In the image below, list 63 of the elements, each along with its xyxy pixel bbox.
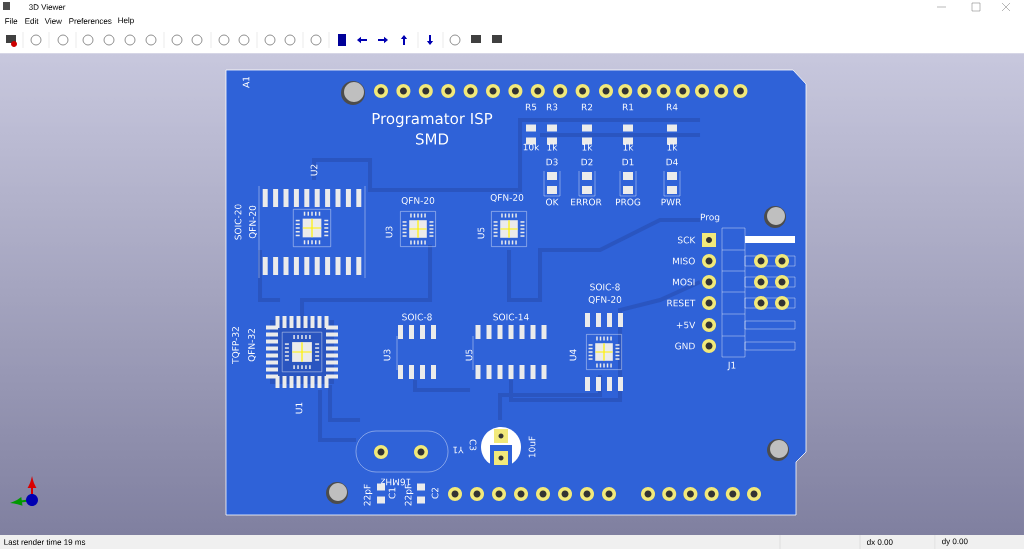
silkscreen-label: C1 bbox=[388, 487, 396, 499]
pin-label: MISO bbox=[672, 257, 695, 265]
silkscreen-label: 1k bbox=[623, 143, 634, 151]
pin-label: GND bbox=[675, 342, 695, 350]
silkscreen-label: TQFP-32 bbox=[232, 327, 240, 364]
menu-item: Preferences bbox=[69, 18, 112, 24]
silkscreen-label: R1 bbox=[622, 103, 634, 111]
silkscreen-label: QFN-20 bbox=[401, 197, 435, 205]
silkscreen-label: C3 bbox=[469, 439, 477, 451]
menu-item: Help bbox=[118, 17, 134, 25]
silkscreen-label: QFN-20 bbox=[249, 205, 257, 239]
menu-item: Edit bbox=[25, 18, 39, 24]
silkscreen-label: QFN-20 bbox=[588, 296, 622, 304]
silkscreen-title: Programator ISP bbox=[372, 112, 493, 128]
silkscreen-label: Y1 bbox=[453, 446, 464, 454]
silkscreen-label: 1k bbox=[582, 143, 593, 151]
silkscreen-label: 1k bbox=[547, 143, 558, 151]
status-text: Last render time 19 ms bbox=[4, 539, 86, 545]
silkscreen-label: U3 bbox=[383, 349, 391, 361]
silkscreen-label: QFN-32 bbox=[248, 329, 256, 362]
silkscreen-label: C2 bbox=[431, 487, 439, 499]
silkscreen-title: SMD bbox=[416, 133, 449, 145]
silkscreen-label: 16MHz bbox=[381, 478, 411, 486]
silkscreen-label: R4 bbox=[666, 103, 678, 111]
pin-label: +5V bbox=[676, 321, 696, 329]
menu-item: File bbox=[5, 18, 18, 24]
silkscreen-label: R2 bbox=[581, 103, 593, 111]
silkscreen-label: 22pF bbox=[404, 484, 414, 506]
status-text: dx 0.00 bbox=[867, 539, 893, 545]
silkscreen-label: 1k bbox=[667, 143, 678, 151]
silkscreen-label: 10uF bbox=[528, 436, 536, 458]
silkscreen-label: D2 bbox=[581, 158, 593, 166]
silkscreen-label: SOIC-14 bbox=[493, 313, 529, 321]
silkscreen-label: R3 bbox=[546, 103, 558, 111]
silkscreen-label: OK bbox=[546, 198, 559, 206]
silkscreen-label: SOIC-8 bbox=[590, 283, 620, 291]
status-text: dy 0.00 bbox=[942, 538, 968, 546]
silkscreen-label: Prog bbox=[700, 213, 720, 223]
window-title: 3D Viewer bbox=[29, 4, 66, 10]
silkscreen-label: A1 bbox=[242, 76, 250, 88]
silkscreen-label: PWR bbox=[661, 198, 682, 206]
silkscreen-label: U5 bbox=[477, 227, 485, 239]
silkscreen-label: U3 bbox=[385, 226, 393, 238]
silkscreen-label: D3 bbox=[546, 158, 558, 166]
silkscreen-label: PROG bbox=[616, 198, 641, 206]
silkscreen-label: D1 bbox=[622, 158, 634, 166]
silkscreen-label: ERROR bbox=[571, 198, 602, 206]
silkscreen-label: U5 bbox=[465, 349, 473, 361]
silkscreen-label: SOIC-8 bbox=[402, 313, 432, 321]
pin-label: SCK bbox=[678, 236, 696, 244]
silkscreen-label: SOIC-20 bbox=[234, 204, 242, 240]
silkscreen-label: D4 bbox=[666, 158, 678, 166]
silkscreen-label: 10k bbox=[523, 143, 540, 151]
silkscreen-label: U2 bbox=[310, 164, 318, 176]
silkscreen-label: U1 bbox=[295, 402, 303, 414]
pin-label: RESET bbox=[667, 299, 696, 307]
silkscreen-label: QFN-20 bbox=[490, 194, 524, 202]
silkscreen-label: U4 bbox=[569, 349, 577, 361]
menu-item: View bbox=[44, 18, 62, 24]
silkscreen-label: R5 bbox=[525, 103, 537, 111]
pin-label: MOSI bbox=[672, 278, 695, 286]
silkscreen-label: J1 bbox=[727, 361, 736, 371]
silkscreen-label: 22pF bbox=[363, 484, 373, 506]
